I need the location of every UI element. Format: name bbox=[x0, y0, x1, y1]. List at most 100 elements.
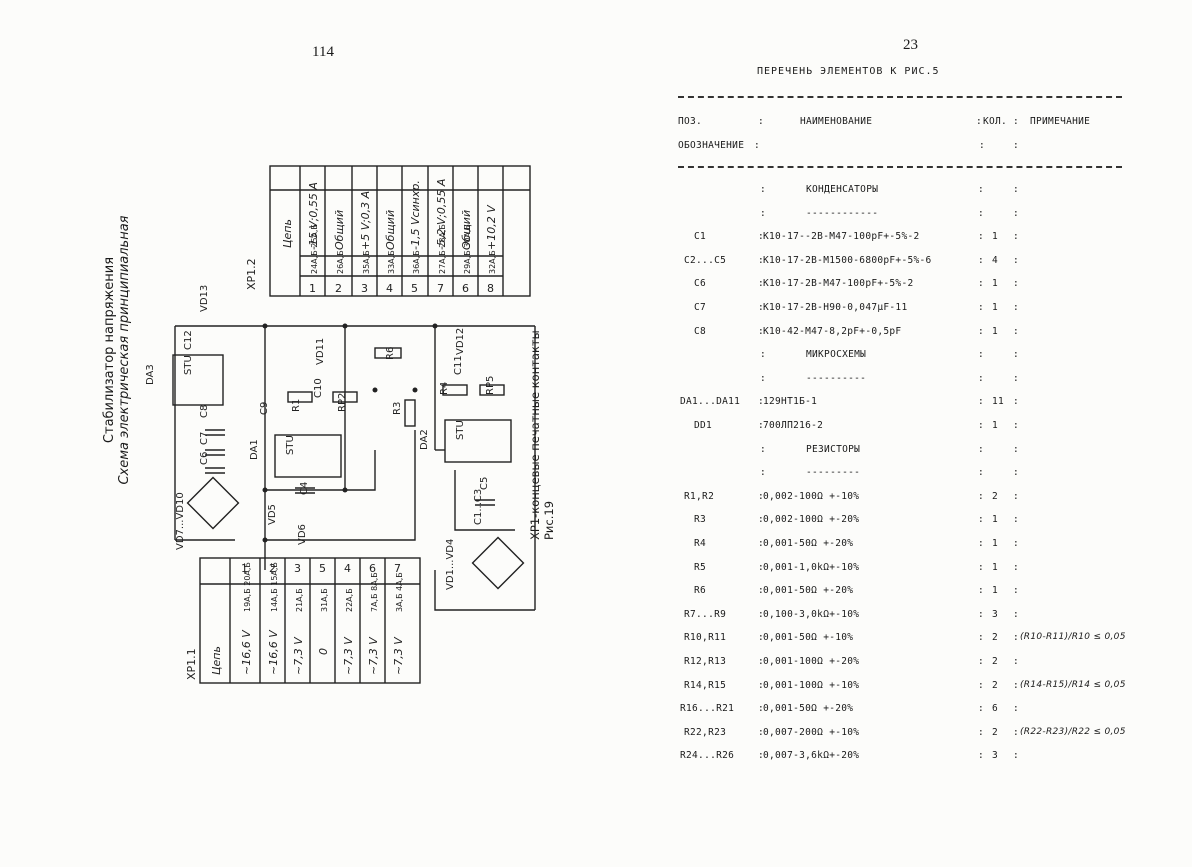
label-rp5: RP5 bbox=[485, 376, 496, 395]
row-pos: R12,R13 bbox=[684, 656, 727, 667]
svg-text:-5,2 V;0,55 A: -5,2 V;0,55 A bbox=[435, 179, 448, 250]
dash-divider-header bbox=[678, 166, 1122, 168]
row-pos: C8 bbox=[694, 326, 707, 337]
label-vd7-vd10: VD7...VD10 bbox=[175, 492, 186, 550]
separator: : bbox=[758, 632, 764, 643]
separator: : bbox=[1013, 302, 1019, 313]
svg-text:26А,Б: 26А,Б bbox=[336, 250, 345, 274]
svg-text:7: 7 bbox=[437, 282, 444, 295]
svg-text:21А,Б: 21А,Б bbox=[295, 588, 304, 612]
label-c10: C10 bbox=[313, 378, 324, 398]
separator: : bbox=[758, 255, 764, 266]
svg-text:27А,Б 28А,Б: 27А,Б 28А,Б bbox=[438, 224, 447, 274]
label-da1: DA1 bbox=[249, 439, 260, 460]
label-vd5: VD5 bbox=[267, 504, 278, 525]
separator: : bbox=[978, 514, 984, 525]
separator: : bbox=[1013, 467, 1019, 478]
connector-xp12-name: XP1.2 bbox=[245, 258, 258, 290]
row-qty: 1 bbox=[992, 562, 999, 573]
section-heading: ------------ bbox=[806, 208, 879, 219]
row-name: К10-17-2В-М1500-6800pF+-5%-6 bbox=[763, 255, 932, 266]
label-c8: C8 bbox=[199, 405, 210, 418]
row-name: 129НТ1Б-1 bbox=[763, 396, 818, 407]
left-page: 114 Стабилизатор напряжения Схема электр… bbox=[102, 44, 556, 684]
section-heading: КОНДЕНСАТОРЫ bbox=[806, 184, 879, 195]
row-note: (R22-R23)/R22 ≤ 0,05 bbox=[1020, 727, 1126, 737]
row-pos: C1 bbox=[694, 231, 707, 242]
label-r3: R3 bbox=[392, 402, 403, 415]
separator: : bbox=[1013, 373, 1019, 384]
row-qty: 2 bbox=[992, 656, 999, 667]
separator: : bbox=[978, 585, 984, 596]
svg-text:36А,Б: 36А,Б bbox=[412, 250, 421, 274]
svg-text:7: 7 bbox=[394, 562, 401, 575]
separator: : bbox=[978, 349, 984, 360]
svg-text:+5 V;0,3 A: +5 V;0,3 A bbox=[359, 191, 372, 250]
row-note: (R10-R11)/R10 ≤ 0,05 bbox=[1020, 632, 1126, 642]
separator: : bbox=[1013, 349, 1019, 360]
separator: : bbox=[978, 278, 984, 289]
label-c4: C4 bbox=[299, 482, 310, 495]
svg-text:~7,3 V: ~7,3 V bbox=[342, 636, 355, 675]
separator: : bbox=[758, 302, 764, 313]
svg-text:Общий: Общий bbox=[333, 210, 346, 250]
row-name: 0,001-50Ω +-20% bbox=[763, 585, 854, 596]
row-qty: 1 bbox=[992, 538, 999, 549]
row-qty: 2 bbox=[992, 727, 999, 738]
separator: : bbox=[758, 491, 764, 502]
label-c12: C12 bbox=[183, 330, 194, 350]
separator: : bbox=[978, 467, 984, 478]
separator: : bbox=[758, 727, 764, 738]
row-pos: C6 bbox=[694, 278, 707, 289]
row-pos: R6 bbox=[694, 585, 707, 596]
separator: : bbox=[1013, 703, 1019, 714]
separator: : bbox=[1013, 562, 1019, 573]
right-page-number: 23 bbox=[903, 37, 918, 53]
row-pos: R7...R9 bbox=[684, 609, 727, 620]
row-qty: 1 bbox=[992, 326, 999, 337]
svg-text:24А,Б 25А,Б: 24А,Б 25А,Б bbox=[310, 224, 319, 274]
row-pos: C7 bbox=[694, 302, 707, 313]
separator: : bbox=[758, 278, 764, 289]
separator: : bbox=[758, 609, 764, 620]
separator: : bbox=[758, 396, 764, 407]
svg-text:0: 0 bbox=[317, 648, 330, 655]
separator: : bbox=[760, 208, 766, 219]
row-qty: 1 bbox=[992, 231, 999, 242]
svg-text:22А,Б: 22А,Б bbox=[345, 588, 354, 612]
separator: : bbox=[978, 750, 984, 761]
separator: : bbox=[758, 656, 764, 667]
svg-text:4: 4 bbox=[344, 562, 351, 575]
row-name: 0,007-200Ω +-10% bbox=[763, 727, 860, 738]
separator: : bbox=[978, 727, 984, 738]
connector-xp12-header: Цепь bbox=[281, 219, 294, 248]
label-c1-c3: C1...C3 bbox=[473, 489, 484, 525]
separator: : bbox=[978, 632, 984, 643]
separator: : bbox=[760, 184, 766, 195]
separator: : bbox=[1013, 491, 1019, 502]
separator: : bbox=[978, 609, 984, 620]
separator: : bbox=[1013, 326, 1019, 337]
label-c5: C5 bbox=[479, 477, 490, 490]
section-heading: МИКРОСХЕМЫ bbox=[806, 349, 867, 360]
label-vd13: VD13 bbox=[199, 285, 210, 312]
separator: : bbox=[978, 420, 984, 431]
separator: : bbox=[1013, 514, 1019, 525]
row-qty: 3 bbox=[992, 609, 999, 620]
label-stu-da2: STU bbox=[455, 420, 466, 440]
separator: : bbox=[978, 255, 984, 266]
svg-text:~16,6 V: ~16,6 V bbox=[240, 629, 253, 675]
svg-text:29А,Б 30А,Б: 29А,Б 30А,Б bbox=[463, 224, 472, 274]
header-designation: ОБОЗНАЧЕНИЕ bbox=[678, 140, 745, 151]
section-heading: --------- bbox=[806, 467, 861, 478]
row-pos: DD1 bbox=[694, 420, 713, 431]
separator: : bbox=[1013, 278, 1019, 289]
svg-text:3: 3 bbox=[294, 562, 301, 575]
row-name: 0,001-100Ω +-10% bbox=[763, 680, 860, 691]
svg-text:31А,Б: 31А,Б bbox=[320, 588, 329, 612]
row-name: 0,001-50Ω +-20% bbox=[763, 538, 854, 549]
row-pos: R22,R23 bbox=[684, 727, 727, 738]
label-c7: C7 bbox=[199, 432, 210, 445]
svg-text:7А,Б 8А,Б: 7А,Б 8А,Б bbox=[370, 572, 379, 612]
row-name: 700ЛП216-2 bbox=[763, 420, 824, 431]
